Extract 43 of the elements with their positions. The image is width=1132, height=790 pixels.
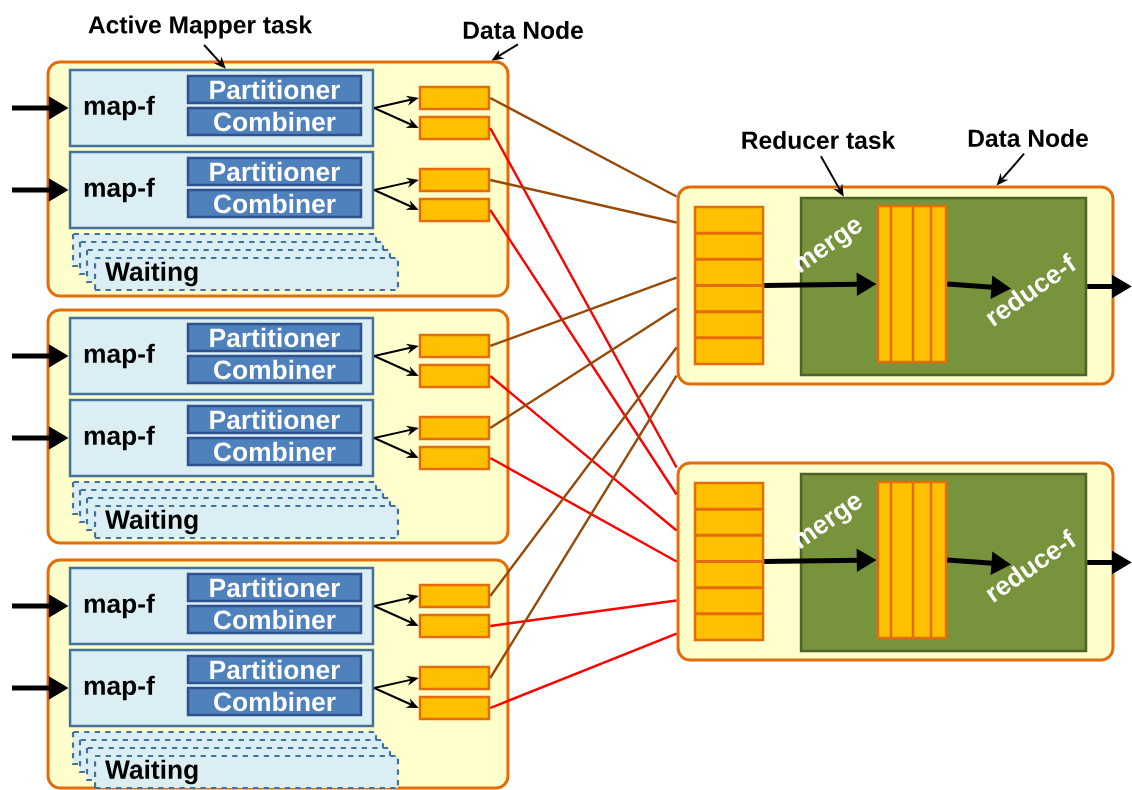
component-box: Partitioner (186, 322, 363, 353)
buffer-column (693, 481, 765, 642)
buffer-box (418, 167, 491, 193)
node-label: Waiting (105, 509, 198, 535)
buffer-box (418, 115, 491, 141)
buffer-box (418, 665, 491, 691)
component-box: Combiner (186, 686, 363, 717)
connector-line (490, 599, 677, 628)
buffer-column (693, 205, 765, 366)
component-box: Partitioner (186, 156, 363, 187)
callout-label: Data Node (463, 20, 583, 40)
buffer-box (418, 583, 491, 609)
component-box: Combiner (186, 604, 363, 635)
callout-label: Data Node (968, 128, 1088, 148)
component-box: Partitioner (186, 404, 363, 435)
merged-buffer (876, 204, 948, 364)
buffer-box (418, 415, 491, 441)
buffer-box (418, 197, 491, 223)
connector-line (489, 375, 678, 532)
connector-line (489, 374, 678, 679)
waiting-task-stack: Waiting (71, 730, 400, 790)
component-box: Partitioner (186, 654, 363, 685)
connector-line (489, 346, 678, 597)
component-box: Combiner (186, 354, 363, 385)
component-box: Partitioner (186, 74, 363, 105)
buffer-box (418, 695, 491, 721)
component-box: Partitioner (186, 572, 363, 603)
connector-line (489, 307, 678, 429)
component-box: Combiner (186, 188, 363, 219)
buffer-box (418, 445, 491, 471)
buffer-box (418, 333, 491, 359)
waiting-task-stack: Waiting (71, 232, 400, 292)
callout-label: Active Mapper task (88, 15, 313, 39)
component-box: Combiner (186, 106, 363, 137)
merged-buffer (876, 480, 948, 640)
component-box: Combiner (186, 436, 363, 467)
buffer-box (418, 613, 491, 639)
connector-line (489, 127, 678, 469)
buffer-box (418, 85, 491, 111)
buffer-box (418, 363, 491, 389)
callout-label: Reducer task (742, 130, 896, 150)
waiting-task-stack: Waiting (71, 480, 400, 540)
connector-line (489, 209, 678, 496)
